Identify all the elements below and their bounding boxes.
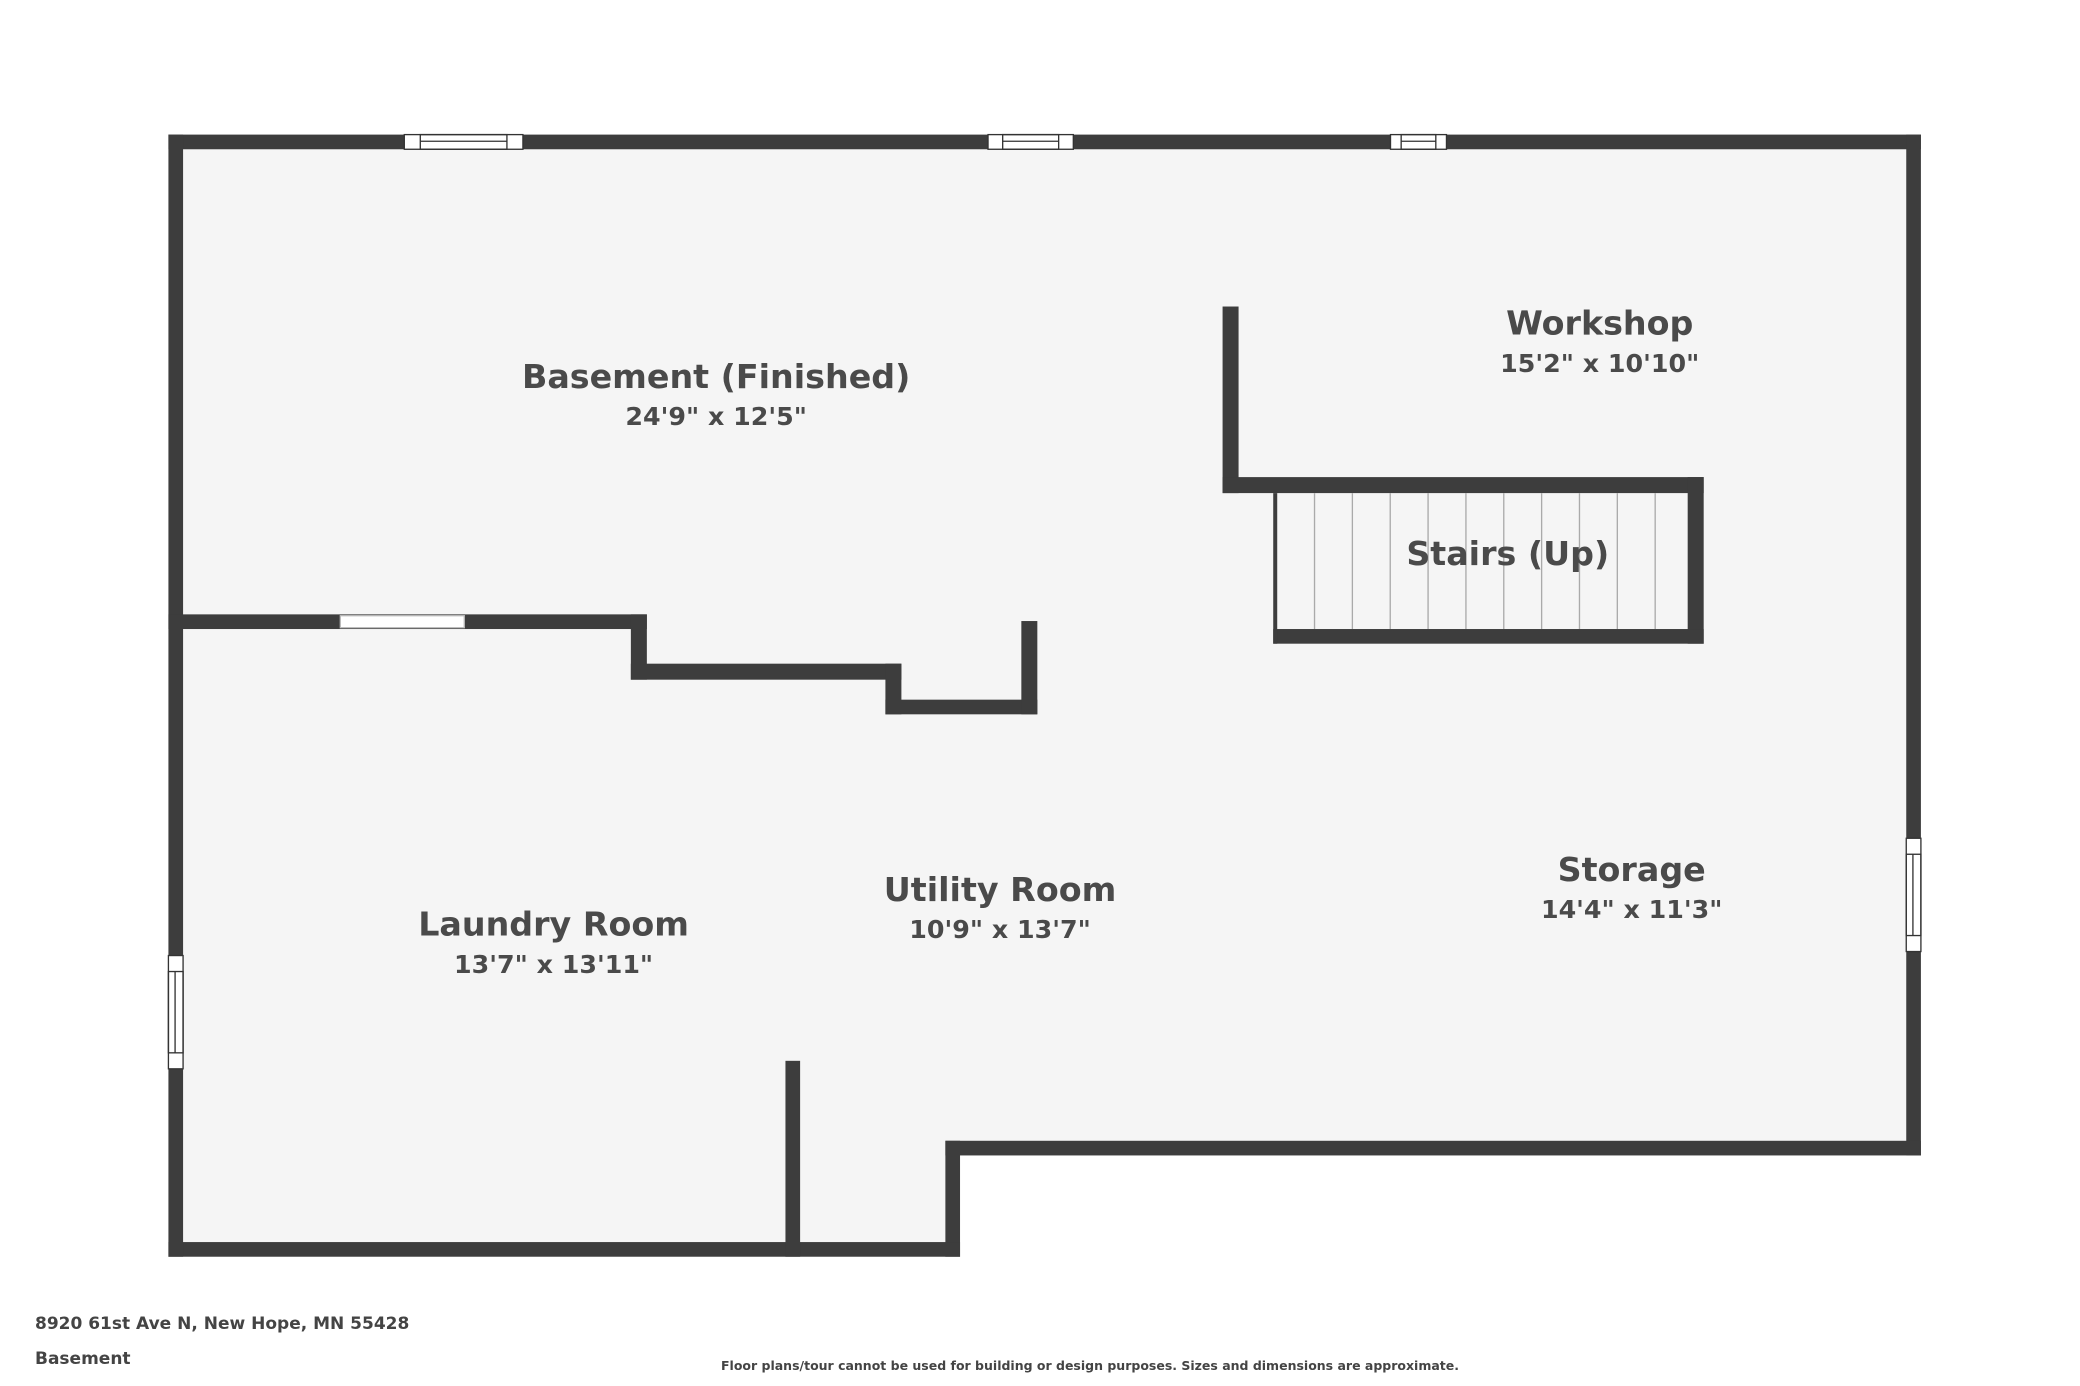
floor-label: Basement (35, 1349, 131, 1369)
room-name: Storage (1558, 850, 1706, 889)
room-name: Workshop (1506, 304, 1693, 343)
room-dimensions: 24'9" x 12'5" (625, 401, 807, 431)
doorway-opening (339, 615, 465, 629)
room-dimensions: 14'4" x 11'3" (1541, 894, 1723, 924)
interior-walls (168, 306, 1704, 1257)
address: 8920 61st Ave N, New Hope, MN 55428 (35, 1314, 410, 1334)
room-name: Stairs (Up) (1406, 534, 1609, 573)
room-dimensions: 15'2" x 10'10" (1500, 348, 1699, 378)
stair-treads (1313, 493, 1656, 630)
floor-area (176, 142, 1913, 1249)
room-name: Utility Room (884, 870, 1116, 909)
disclaimer: Floor plans/tour cannot be used for buil… (721, 1358, 1459, 1373)
room-dimensions: 10'9" x 13'7" (909, 914, 1091, 944)
room-dimensions: 13'7" x 13'11" (454, 949, 653, 979)
room-name: Laundry Room (418, 905, 689, 944)
windows (167, 133, 1922, 1070)
room-name: Basement (Finished) (522, 357, 910, 396)
